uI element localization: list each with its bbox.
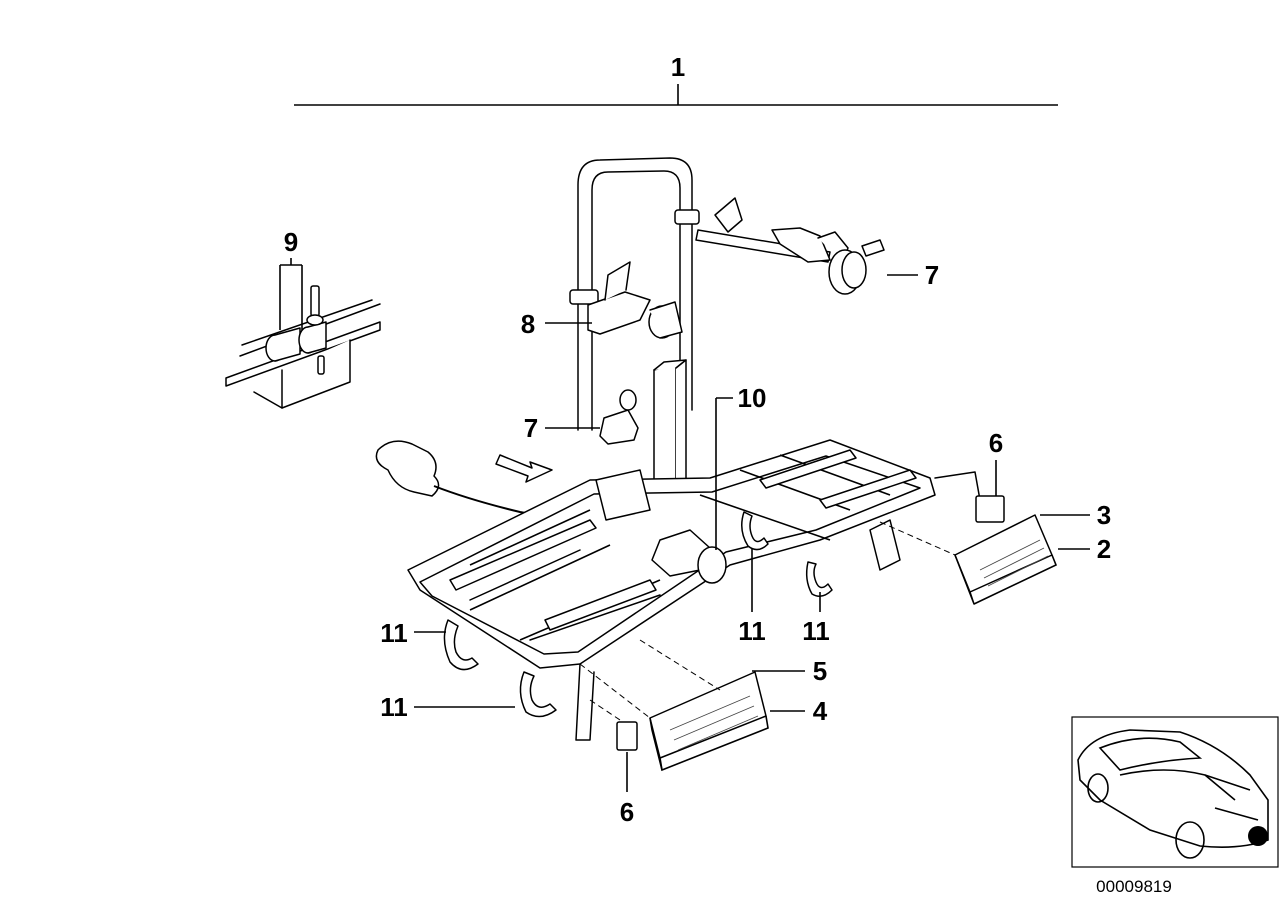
callout-5: 5 <box>813 656 827 686</box>
callout-9: 9 <box>284 227 298 257</box>
tail-lamp-left <box>579 639 769 772</box>
wheel-hooks <box>443 511 833 718</box>
assembly-bracket <box>294 84 1058 106</box>
callout-11-d: 11 <box>380 692 408 722</box>
vehicle-location-thumbnail <box>1071 716 1279 868</box>
callout-11-b: 11 <box>738 616 766 646</box>
callout-4: 4 <box>813 696 828 726</box>
upper-wheel-arm <box>695 197 885 295</box>
direction-arrow <box>495 454 553 483</box>
callout-3: 3 <box>1097 500 1111 530</box>
callout-6-bottom: 6 <box>620 797 634 827</box>
location-marker-icon <box>1248 826 1268 846</box>
tail-lamp-right <box>879 514 1058 605</box>
detail-clamp-inset <box>225 258 381 409</box>
callout-leaders <box>414 274 1090 792</box>
callout-10: 10 <box>738 383 767 413</box>
callout-8: 8 <box>521 309 535 339</box>
frame-holder-clamp <box>587 261 683 339</box>
carrier-platform <box>407 439 1005 741</box>
callout-7-left: 7 <box>524 413 538 443</box>
callout-11-a: 11 <box>380 618 408 648</box>
callout-2: 2 <box>1097 534 1111 564</box>
callout-11-c: 11 <box>802 616 830 646</box>
callout-7-top: 7 <box>925 260 939 290</box>
diagram-code: 00009819 <box>1096 877 1172 896</box>
callout-1: 1 <box>671 52 685 82</box>
callout-6-top: 6 <box>989 428 1003 458</box>
